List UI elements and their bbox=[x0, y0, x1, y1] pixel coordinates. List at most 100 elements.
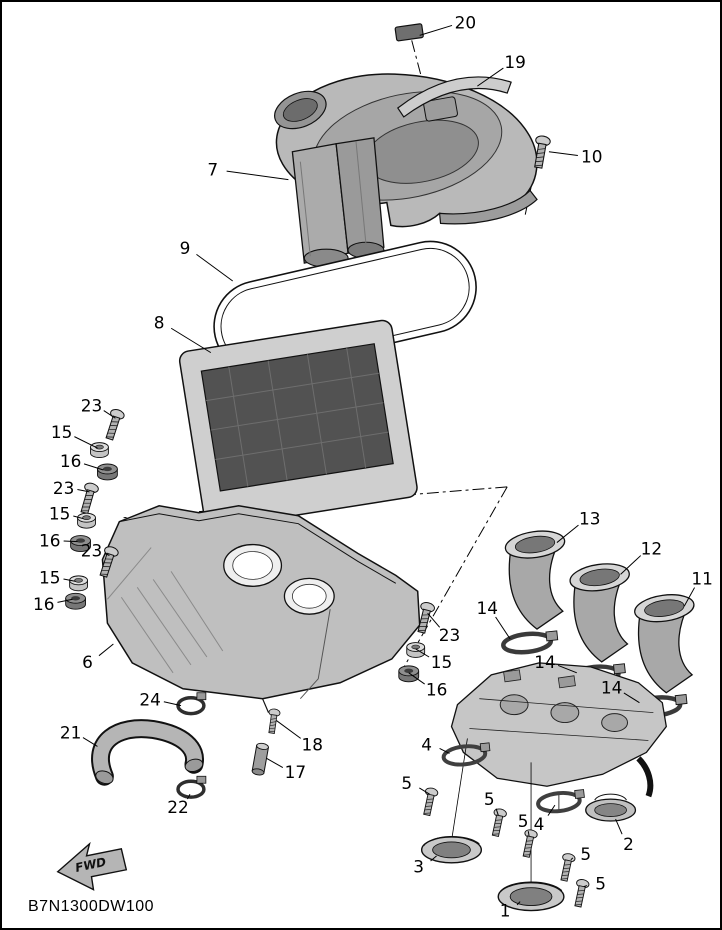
callout-label-15: 15 bbox=[51, 422, 73, 442]
callout-leader-8 bbox=[170, 327, 212, 354]
callout-leader-20 bbox=[419, 24, 453, 36]
callout-leader-16 bbox=[57, 598, 73, 603]
filter-element-8 bbox=[178, 319, 418, 529]
callout-leader-19 bbox=[477, 67, 504, 87]
callout-leader-5 bbox=[527, 831, 530, 837]
holder-strap-19 bbox=[396, 76, 512, 118]
callout-leader-24 bbox=[163, 701, 182, 707]
callout-leader-15 bbox=[74, 436, 98, 449]
callout-label-5: 5 bbox=[595, 874, 606, 894]
callout-label-3: 3 bbox=[413, 857, 424, 877]
callout-leader-12 bbox=[620, 555, 642, 575]
intake-joint-13 bbox=[504, 530, 566, 630]
callout-label-16: 16 bbox=[39, 531, 60, 551]
callout-leader-23 bbox=[77, 489, 90, 493]
callout-leader-23 bbox=[104, 552, 110, 556]
callout-label-2: 2 bbox=[623, 834, 634, 854]
callout-leader-22 bbox=[187, 793, 191, 800]
callout-leader-17 bbox=[266, 757, 284, 768]
callout-leader-14 bbox=[623, 692, 640, 704]
callout-label-11: 11 bbox=[691, 568, 713, 588]
callout-leader-18 bbox=[276, 720, 301, 739]
callout-label-16: 16 bbox=[60, 451, 81, 471]
callout-label-22: 22 bbox=[167, 797, 189, 817]
callout-label-23: 23 bbox=[81, 395, 103, 415]
callout-label-5: 5 bbox=[518, 811, 529, 831]
callout-label-19: 19 bbox=[504, 52, 525, 72]
hose-clamp-24 bbox=[176, 692, 207, 716]
callout-leader-5 bbox=[570, 857, 574, 861]
air-cleaner-case-lower-6 bbox=[101, 505, 421, 713]
callout-leader-16 bbox=[63, 540, 78, 543]
callout-leader-6 bbox=[98, 643, 114, 657]
callout-leader-2 bbox=[615, 818, 623, 835]
joint-hose-2 bbox=[585, 793, 637, 822]
callout-label-18: 18 bbox=[302, 734, 324, 754]
callout-leader-4 bbox=[547, 804, 556, 816]
callout-leader-15 bbox=[73, 515, 84, 520]
callout-label-14: 14 bbox=[601, 678, 623, 698]
callout-leader-5 bbox=[583, 885, 588, 888]
callout-label-4: 4 bbox=[421, 734, 432, 754]
callout-label-6: 6 bbox=[82, 652, 93, 672]
diagram-code: B7N1300DW100 bbox=[28, 898, 155, 915]
callout-label-21: 21 bbox=[60, 722, 81, 742]
air-cleaner-case-cap bbox=[274, 73, 538, 268]
callout-leader-3 bbox=[430, 855, 437, 862]
hose-clamp-22 bbox=[176, 775, 207, 799]
breather-hose-21 bbox=[91, 719, 204, 786]
callout-label-23: 23 bbox=[439, 625, 461, 645]
callout-label-15: 15 bbox=[39, 567, 60, 587]
callout-leader-23 bbox=[103, 410, 116, 419]
callout-label-8: 8 bbox=[154, 313, 165, 333]
callout-label-24: 24 bbox=[139, 690, 161, 710]
callout-leader-21 bbox=[82, 737, 98, 747]
callout-leader-1 bbox=[516, 901, 521, 906]
callout-label-7: 7 bbox=[207, 160, 218, 180]
callout-leader-10 bbox=[548, 151, 578, 156]
callout-leader-14 bbox=[495, 616, 511, 640]
callout-label-10: 10 bbox=[581, 147, 602, 167]
callout-leader-4 bbox=[439, 747, 450, 754]
callout-label-17: 17 bbox=[285, 762, 307, 782]
callout-label-16: 16 bbox=[33, 594, 54, 614]
callout-label-9: 9 bbox=[180, 238, 191, 258]
callout-label-5: 5 bbox=[401, 773, 412, 793]
callout-label-23: 23 bbox=[53, 478, 74, 498]
callout-label-4: 4 bbox=[534, 814, 545, 834]
callout-leader-9 bbox=[196, 254, 234, 282]
callout-leader-23 bbox=[427, 612, 441, 628]
drain-pipe-17 bbox=[251, 742, 270, 776]
fwd-arrow: FWD bbox=[56, 841, 128, 891]
callout-leader-7 bbox=[226, 170, 289, 181]
fwd-label: FWD bbox=[74, 855, 108, 875]
callout-label-15: 15 bbox=[49, 504, 71, 524]
callout-label-15: 15 bbox=[431, 652, 453, 672]
callout-leader-5 bbox=[419, 787, 430, 795]
callout-leader-16 bbox=[408, 672, 425, 685]
joint-clamp-4b bbox=[535, 787, 588, 816]
callout-label-14: 14 bbox=[477, 598, 499, 618]
callout-leader-11 bbox=[683, 587, 696, 607]
throttle-body bbox=[450, 662, 667, 798]
callout-leader-16 bbox=[83, 463, 104, 471]
callout-label-1: 1 bbox=[500, 900, 511, 920]
callout-leader-15 bbox=[63, 578, 76, 582]
air-funnel-1 bbox=[497, 881, 565, 912]
clip-20 bbox=[394, 23, 424, 42]
air-funnel-3 bbox=[420, 836, 483, 864]
callout-label-12: 12 bbox=[641, 539, 663, 559]
intake-joint-12 bbox=[569, 563, 630, 663]
callout-leader-5 bbox=[495, 808, 499, 816]
callout-label-20: 20 bbox=[455, 12, 477, 32]
callout-leader-15 bbox=[415, 648, 430, 658]
callout-label-23: 23 bbox=[81, 540, 103, 560]
callout-label-13: 13 bbox=[579, 509, 601, 529]
callout-label-14: 14 bbox=[534, 652, 555, 672]
callout-leader-13 bbox=[556, 524, 579, 543]
callout-label-16: 16 bbox=[426, 680, 448, 700]
callout-label-5: 5 bbox=[484, 789, 495, 809]
